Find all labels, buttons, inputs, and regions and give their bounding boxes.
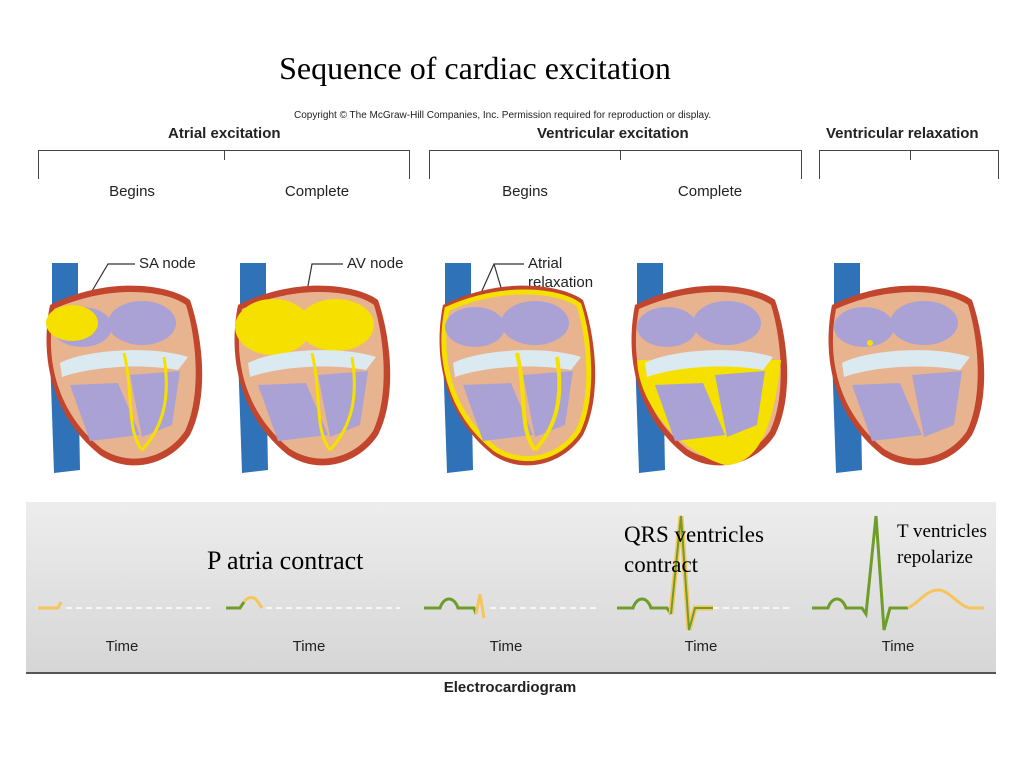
ecg-time-label: Time bbox=[292, 638, 326, 655]
heart-ventricular-relaxation bbox=[828, 263, 985, 473]
stage-label-atrial-complete: Complete bbox=[284, 183, 350, 200]
ecg-panel bbox=[26, 502, 996, 672]
ecg-trace-atrial-complete bbox=[226, 596, 400, 610]
heart-atrial-complete bbox=[234, 263, 391, 473]
callout-atrial-relaxation-line2: relaxation bbox=[528, 274, 594, 291]
copyright-notice: Copyright © The McGraw-Hill Companies, I… bbox=[294, 110, 712, 121]
ecg-time-label: Time bbox=[489, 638, 523, 655]
bracket-tick-ventricular bbox=[620, 150, 621, 160]
annotation-p-wave: P atria contract bbox=[207, 546, 364, 575]
ecg-trace-ventricular-complete bbox=[617, 515, 793, 631]
stage-label-ventricular-begins: Begins bbox=[502, 183, 548, 200]
page-title: Sequence of cardiac excitation bbox=[279, 50, 671, 86]
stage-label-atrial-begins: Begins bbox=[109, 183, 155, 200]
heart-atrial-begins bbox=[46, 263, 203, 473]
bracket-tick-atrial bbox=[224, 150, 225, 160]
callout-sa-node: SA node bbox=[139, 255, 196, 272]
heart-ventricular-complete bbox=[631, 263, 788, 473]
bracket-ventricular bbox=[429, 150, 802, 179]
ecg-time-label: Time bbox=[684, 638, 718, 655]
ecg-title: Electrocardiogram bbox=[443, 679, 577, 696]
callout-av-node: AV node bbox=[347, 255, 404, 272]
phase-atrial-excitation: Atrial excitation bbox=[168, 125, 281, 142]
stage-label-ventricular-complete: Complete bbox=[677, 183, 743, 200]
annotation-t-line2: repolarize bbox=[897, 547, 973, 568]
heart-ventricular-begins bbox=[439, 263, 596, 473]
phase-ventricular-relaxation: Ventricular relaxation bbox=[826, 125, 979, 142]
ecg-trace-ventricular-relaxation bbox=[812, 515, 984, 631]
bracket-tick-relaxation bbox=[910, 150, 911, 160]
ecg-time-label: Time bbox=[105, 638, 139, 655]
ecg-trace-ventricular-begins bbox=[424, 593, 600, 619]
callout-atrial-relaxation-line1: Atrial bbox=[528, 255, 563, 272]
annotation-qrs-line2: contract bbox=[624, 552, 699, 577]
phase-ventricular-excitation: Ventricular excitation bbox=[537, 125, 689, 142]
annotation-qrs-line1: QRS ventricles bbox=[624, 522, 764, 547]
ecg-trace-atrial-begins bbox=[38, 601, 210, 610]
ecg-time-label: Time bbox=[881, 638, 915, 655]
ecg-panel-bottom-rule bbox=[26, 672, 996, 674]
bracket-relaxation bbox=[819, 150, 999, 179]
annotation-t-line1: T ventricles bbox=[897, 521, 987, 542]
